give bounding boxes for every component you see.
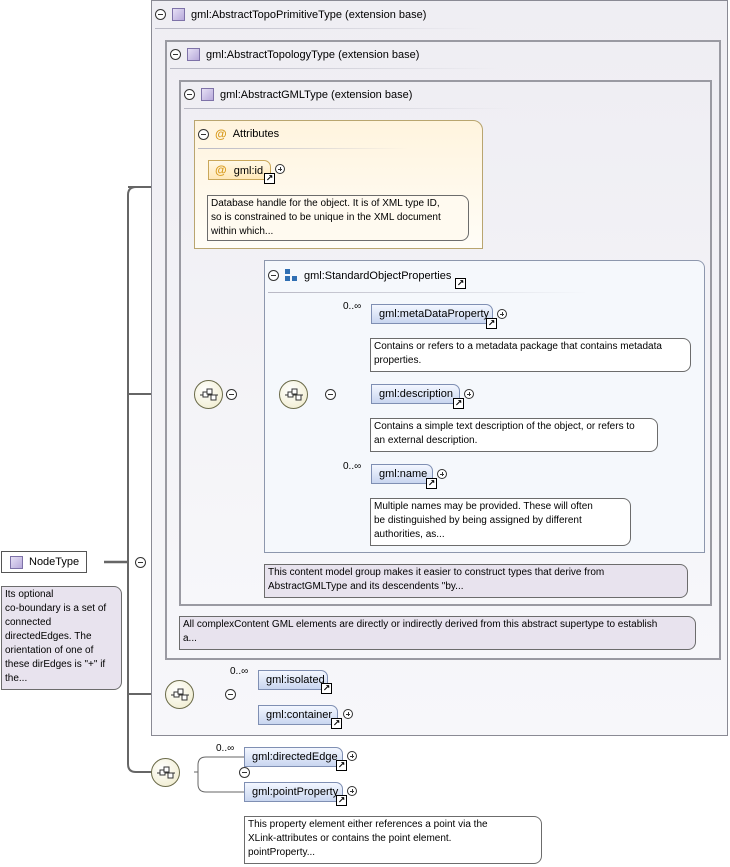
root-node-type[interactable]: NodeType [1,551,87,573]
occurs-label: 0..∞ [343,301,362,312]
link-arrow-icon[interactable]: ↗ [264,173,275,184]
collapse-icon[interactable] [170,49,181,60]
attribute-gml-id[interactable]: @ gml:id [208,160,271,180]
expand-icon[interactable] [497,309,507,319]
attribute-gml-id-label: gml:id [233,165,264,177]
element-description-doc: Contains a simple text description of th… [370,418,658,452]
collapse-icon[interactable] [155,9,166,20]
sequence-compositor-topo[interactable] [165,680,194,709]
occurs-label: 0..∞ [230,666,249,677]
element-pointproperty-doc: This property element either references … [244,816,542,864]
extension-header-topology: gml:AbstractTopologyType (extension base… [170,48,419,61]
element-container[interactable]: gml:container [258,705,338,725]
element-metadataproperty-doc: Contains or refers to a metadata package… [370,338,691,372]
expand-icon[interactable] [275,164,285,174]
link-arrow-icon[interactable]: ↗ [453,398,464,409]
extension-title-topo-primitive: gml:AbstractTopoPrimitiveType (extension… [191,8,427,21]
complex-type-icon [172,8,185,21]
expand-icon[interactable] [437,469,447,479]
group-icon [285,269,298,282]
collapse-icon[interactable] [268,270,279,281]
collapse-icon[interactable] [135,557,147,568]
attributes-title: Attributes [232,128,280,140]
element-directededge[interactable]: gml:directedEdge [244,747,343,767]
group-header: gml:StandardObjectProperties [268,269,451,282]
link-arrow-icon[interactable]: ↗ [331,718,342,729]
expand-icon[interactable] [343,709,353,719]
link-arrow-icon[interactable]: ↗ [486,318,497,329]
sequence-icon [170,688,189,700]
element-description[interactable]: gml:description [371,384,460,404]
sequence-compositor-standard[interactable] [279,380,308,409]
link-arrow-icon[interactable]: ↗ [321,683,332,694]
root-node-label: NodeType [29,556,80,568]
collapse-icon[interactable] [198,128,209,140]
attribute-icon: @ [215,127,227,141]
collapse-icon[interactable] [325,389,337,400]
collapse-icon[interactable] [225,689,237,700]
attributes-header: @ Attributes [198,127,279,141]
expand-icon[interactable] [347,751,357,761]
element-metadataproperty[interactable]: gml:metaDataProperty [371,304,493,324]
sequence-compositor-node[interactable] [151,758,180,787]
expand-icon[interactable] [347,786,357,796]
extension-title-topology: gml:AbstractTopologyType (extension base… [206,48,420,61]
element-pointproperty[interactable]: gml:pointProperty [244,782,343,802]
root-node-doc: Its optional co-boundary is a set of con… [1,586,122,690]
collapse-icon[interactable] [239,767,251,778]
link-arrow-icon[interactable]: ↗ [336,760,347,771]
sequence-icon [156,766,175,778]
element-isolated[interactable]: gml:isolated [258,670,328,690]
element-name-doc: Multiple names may be provided. These wi… [370,498,631,546]
extension-header-topo-primitive: gml:AbstractTopoPrimitiveType (extension… [155,8,426,21]
group-doc: This content model group makes it easier… [264,564,688,598]
extension-header-gml-type: gml:AbstractGMLType (extension base) [184,88,412,101]
link-arrow-icon[interactable]: ↗ [455,278,466,289]
sequence-icon [199,388,218,400]
occurs-label: 0..∞ [343,461,362,472]
gml-type-doc: All complexContent GML elements are dire… [179,616,696,650]
group-title: gml:StandardObjectProperties [304,269,452,282]
complex-type-icon [10,555,23,569]
link-arrow-icon[interactable]: ↗ [426,478,437,489]
complex-type-icon [201,88,214,101]
element-name[interactable]: gml:name [371,464,433,484]
sequence-icon [284,388,303,400]
occurs-label: 0..∞ [216,743,235,754]
sequence-compositor-gml[interactable] [194,380,223,409]
collapse-icon[interactable] [226,389,237,400]
extension-title-gml-type: gml:AbstractGMLType (extension base) [220,88,413,101]
link-arrow-icon[interactable]: ↗ [336,795,347,806]
attribute-gml-id-doc: Database handle for the object. It is of… [207,195,469,241]
complex-type-icon [187,48,200,61]
collapse-icon[interactable] [184,89,195,100]
attribute-icon: @ [215,163,227,177]
expand-icon[interactable] [464,389,474,399]
